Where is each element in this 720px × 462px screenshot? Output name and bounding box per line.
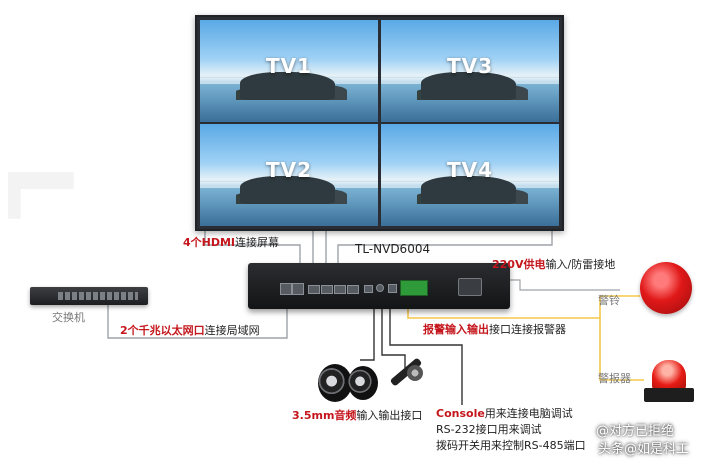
lan-text: 连接局域网 [204,324,260,337]
rock-scene [240,176,335,204]
tv-screen-1: TV1 [200,20,378,122]
watermark-2: 头条@如是科工 [598,442,690,457]
hdmi-text: 连接屏幕 [235,236,280,249]
console-highlight: Console [436,407,485,420]
hdmi-annotation: 4个HDMI连接屏幕 [183,234,279,250]
microphone-head [407,365,423,381]
speaker-icon [348,366,378,400]
alarm-light-base [644,388,694,402]
console-text: 用来连接电脑调试 [484,407,573,420]
tv-screen-3: TV3 [381,20,559,122]
tv-label: TV2 [265,158,313,182]
power-text: 输入/防雷接地 [545,258,616,271]
alarm-io-highlight: 报警输入输出 [423,323,489,336]
network-switch [30,287,148,305]
alarm-label: 警报器 [598,372,631,385]
rock-scene [421,72,516,100]
tv-label: TV4 [446,158,494,182]
device-model: TL-NVD6004 [355,242,431,256]
lan-highlight: 2个千兆以太网口 [120,324,205,337]
alarm-bell-icon [640,262,692,314]
hdmi-port [334,285,346,294]
video-wall: TV1 TV3 TV2 TV4 [195,15,564,231]
console-port [388,284,397,293]
audio-text: 输入输出接口 [356,409,423,422]
alarm-io-text: 接口连接报警器 [489,323,566,336]
hdmi-port [321,285,333,294]
rock-scene [421,176,516,204]
nvd-decoder-device [248,263,510,309]
alarm-terminal-block [400,280,428,296]
rock-scene [240,72,335,100]
audio-port [376,284,384,292]
power-annotation: 220V供电输入/防雷接地 [492,256,615,272]
hdmi-highlight: 4个HDMI [183,236,236,249]
hdmi-port [347,285,359,294]
power-socket [458,278,482,296]
hdmi-port [308,285,320,294]
watermark-1: @对方已拒绝 [596,424,675,439]
alarm-io-annotation: 报警输入输出接口连接报警器 [423,321,566,337]
lan-port [292,283,304,295]
rs232-text: RS-232接口用来调试 [436,423,542,436]
switch-label: 交换机 [52,311,85,324]
usb-port [364,285,373,293]
speaker-icon [318,364,352,402]
lan-port [280,283,292,295]
audio-annotation: 3.5mm音频输入输出接口 [292,407,422,423]
tv-label: TV1 [265,54,313,78]
tv-screen-4: TV4 [381,124,559,226]
console-annotation: Console用来连接电脑调试 [436,405,573,421]
alarm-light-icon [652,360,686,390]
dip-switch-text: 拨码开关用来控制RS-485端口 [436,439,586,452]
tv-screen-2: TV2 [200,124,378,226]
tv-label: TV3 [446,54,494,78]
audio-highlight: 3.5mm音频 [292,409,357,422]
power-highlight: 220V供电 [492,258,546,271]
bell-label: 警铃 [598,294,620,307]
lan-annotation: 2个千兆以太网口连接局域网 [120,322,260,338]
